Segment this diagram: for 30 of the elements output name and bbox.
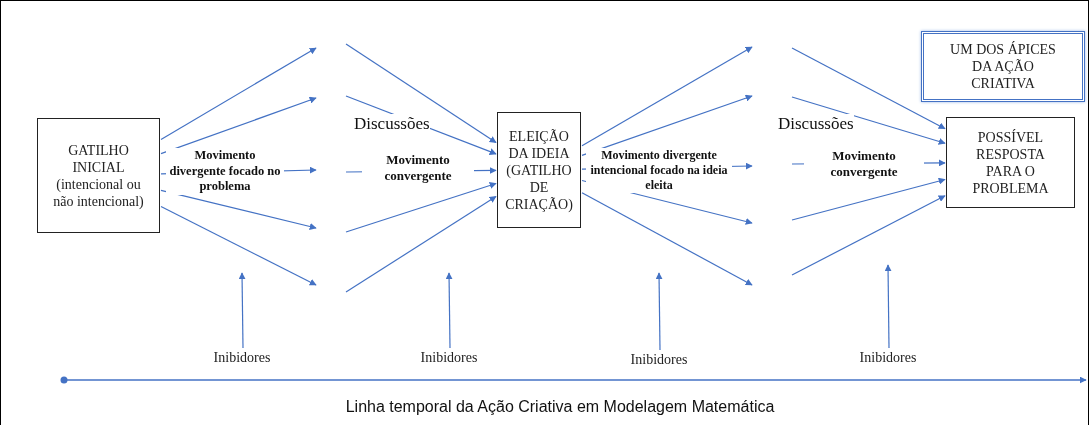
arrow bbox=[581, 46, 753, 147]
highlight-box: UM DOS ÁPICES DA AÇÃO CRIATIVA bbox=[921, 31, 1085, 102]
arrow bbox=[791, 47, 946, 130]
process-box: ELEIÇÃO DA IDEIA (GATILHO DE CRIAÇÃO) bbox=[497, 112, 581, 228]
inhibitor-label: Inibidores bbox=[200, 348, 284, 366]
arrow bbox=[655, 272, 663, 351]
inhibitor-label: Inibidores bbox=[617, 350, 701, 368]
start-box: GATILHO INICIAL (intencional ou não intencional) bbox=[37, 118, 160, 233]
arrow bbox=[791, 96, 946, 145]
arrow bbox=[445, 272, 453, 349]
inhibitor-label: Inibidores bbox=[407, 348, 491, 366]
arrow bbox=[160, 205, 317, 286]
arrow bbox=[345, 195, 497, 293]
arrow bbox=[160, 96, 317, 155]
arrow bbox=[581, 94, 753, 156]
arrow bbox=[884, 264, 892, 349]
arrow bbox=[581, 192, 753, 286]
stage-label: Movimento convergente bbox=[804, 148, 924, 180]
inhibitor-label: Inibidores bbox=[846, 348, 930, 366]
arrow bbox=[160, 189, 317, 230]
arrow bbox=[345, 182, 497, 233]
arrow bbox=[238, 272, 246, 349]
arrow bbox=[791, 195, 946, 276]
result-box: POSSÍVEL RESPOSTA PARA O PROBLEMA bbox=[946, 117, 1075, 208]
arrow bbox=[160, 47, 317, 140]
stage-label: Movimento convergente bbox=[362, 152, 474, 184]
arrow bbox=[345, 43, 497, 144]
stage-label: Movimento divergente focado no problema bbox=[166, 148, 284, 195]
arrow bbox=[791, 177, 946, 221]
stage-label: Movimento divergente intencional focado na ideia eleita bbox=[586, 148, 732, 193]
